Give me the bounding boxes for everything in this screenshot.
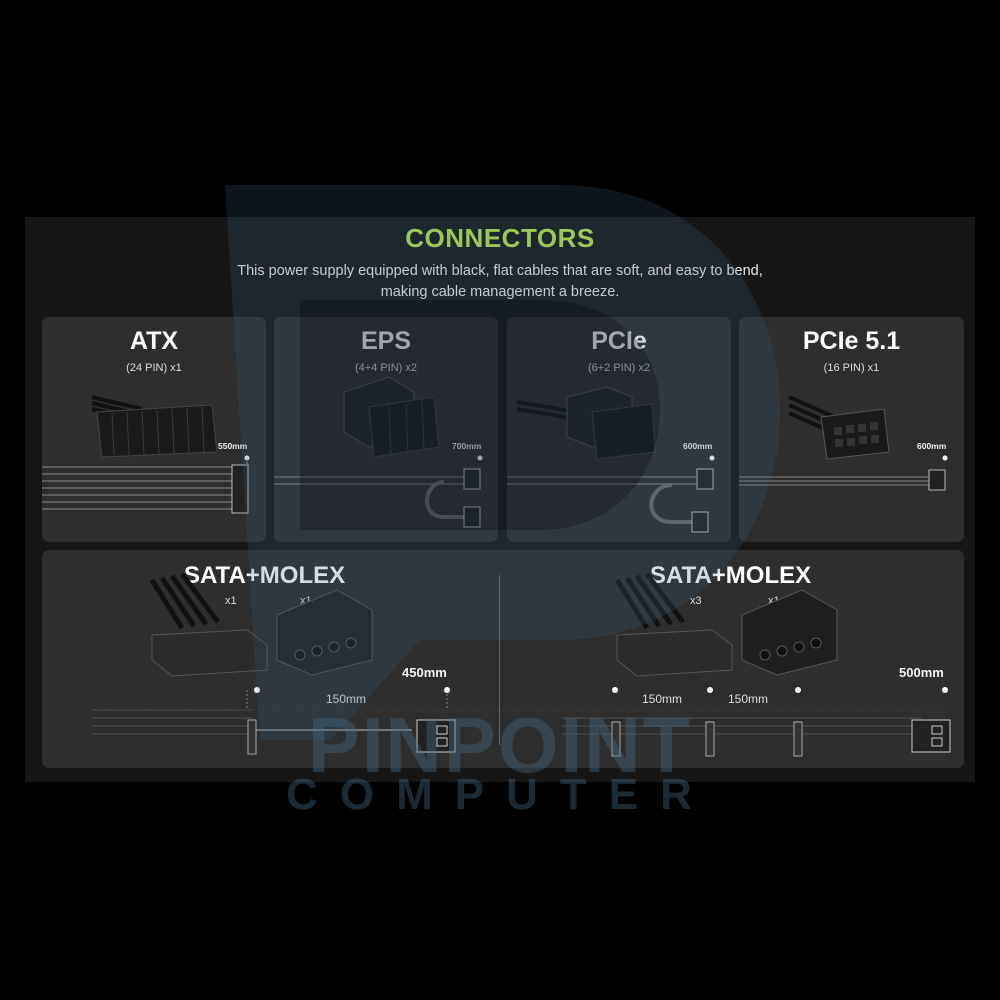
card-title: PCIe 5.1: [802, 327, 901, 355]
card-title: PCIe: [591, 327, 647, 355]
pcie-connector-illustration: [507, 386, 715, 533]
segment-length-left: 150mm: [326, 692, 367, 706]
eps-connector-illustration: [274, 376, 483, 528]
segment-length-right-1: 150mm: [642, 692, 683, 706]
sata-qty-right: x3: [690, 595, 702, 607]
eps-card: EPS (4+4 PIN) x2 700mm: [274, 317, 498, 542]
pcie51-card: PCIe 5.1 (16 PIN) x1 600mm: [739, 317, 964, 542]
section-title: CONNECTORS: [405, 223, 595, 253]
card-spec: (6+2 PIN) x2: [587, 362, 651, 374]
cable-length-left: 450mm: [402, 665, 447, 680]
atx-card: ATX (24 PIN) x1 550mm: [42, 317, 266, 542]
card-title: EPS: [360, 327, 412, 355]
molex-qty-right: x1: [768, 595, 780, 607]
card-divider: [499, 575, 500, 745]
description-line-2: making cable management a breeze.: [380, 284, 620, 300]
sata-molex-illustration: [92, 572, 951, 757]
cable-length: 700mm: [452, 441, 482, 451]
card-spec: (4+4 PIN) x2: [354, 362, 418, 374]
sata-molex-title-left: SATA+MOLEX: [184, 562, 346, 589]
sata-molex-title-right: SATA+MOLEX: [650, 562, 812, 589]
pcie51-connector-illustration: [739, 395, 948, 491]
atx-connector-illustration: [42, 395, 250, 514]
segment-length-right-2: 150mm: [728, 692, 769, 706]
card-spec: (16 PIN) x1: [823, 362, 880, 374]
pcie-card: PCIe (6+2 PIN) x2 600mm: [507, 317, 731, 542]
card-spec: (24 PIN) x1: [126, 362, 182, 374]
sata-molex-card: SATA+MOLEX x1 x1 450mm 150mm SATA+MOLEX …: [42, 550, 964, 768]
cable-length-right: 500mm: [899, 665, 944, 680]
section-description: This power supply equipped with black, f…: [25, 261, 975, 303]
molex-qty-left: x1: [300, 595, 312, 607]
cable-length: 550mm: [218, 441, 248, 451]
cable-length: 600mm: [917, 441, 947, 451]
card-title: ATX: [129, 327, 179, 355]
cable-length: 600mm: [683, 441, 713, 451]
description-line-1: This power supply equipped with black, f…: [237, 263, 763, 279]
sata-qty-left: x1: [225, 595, 237, 607]
